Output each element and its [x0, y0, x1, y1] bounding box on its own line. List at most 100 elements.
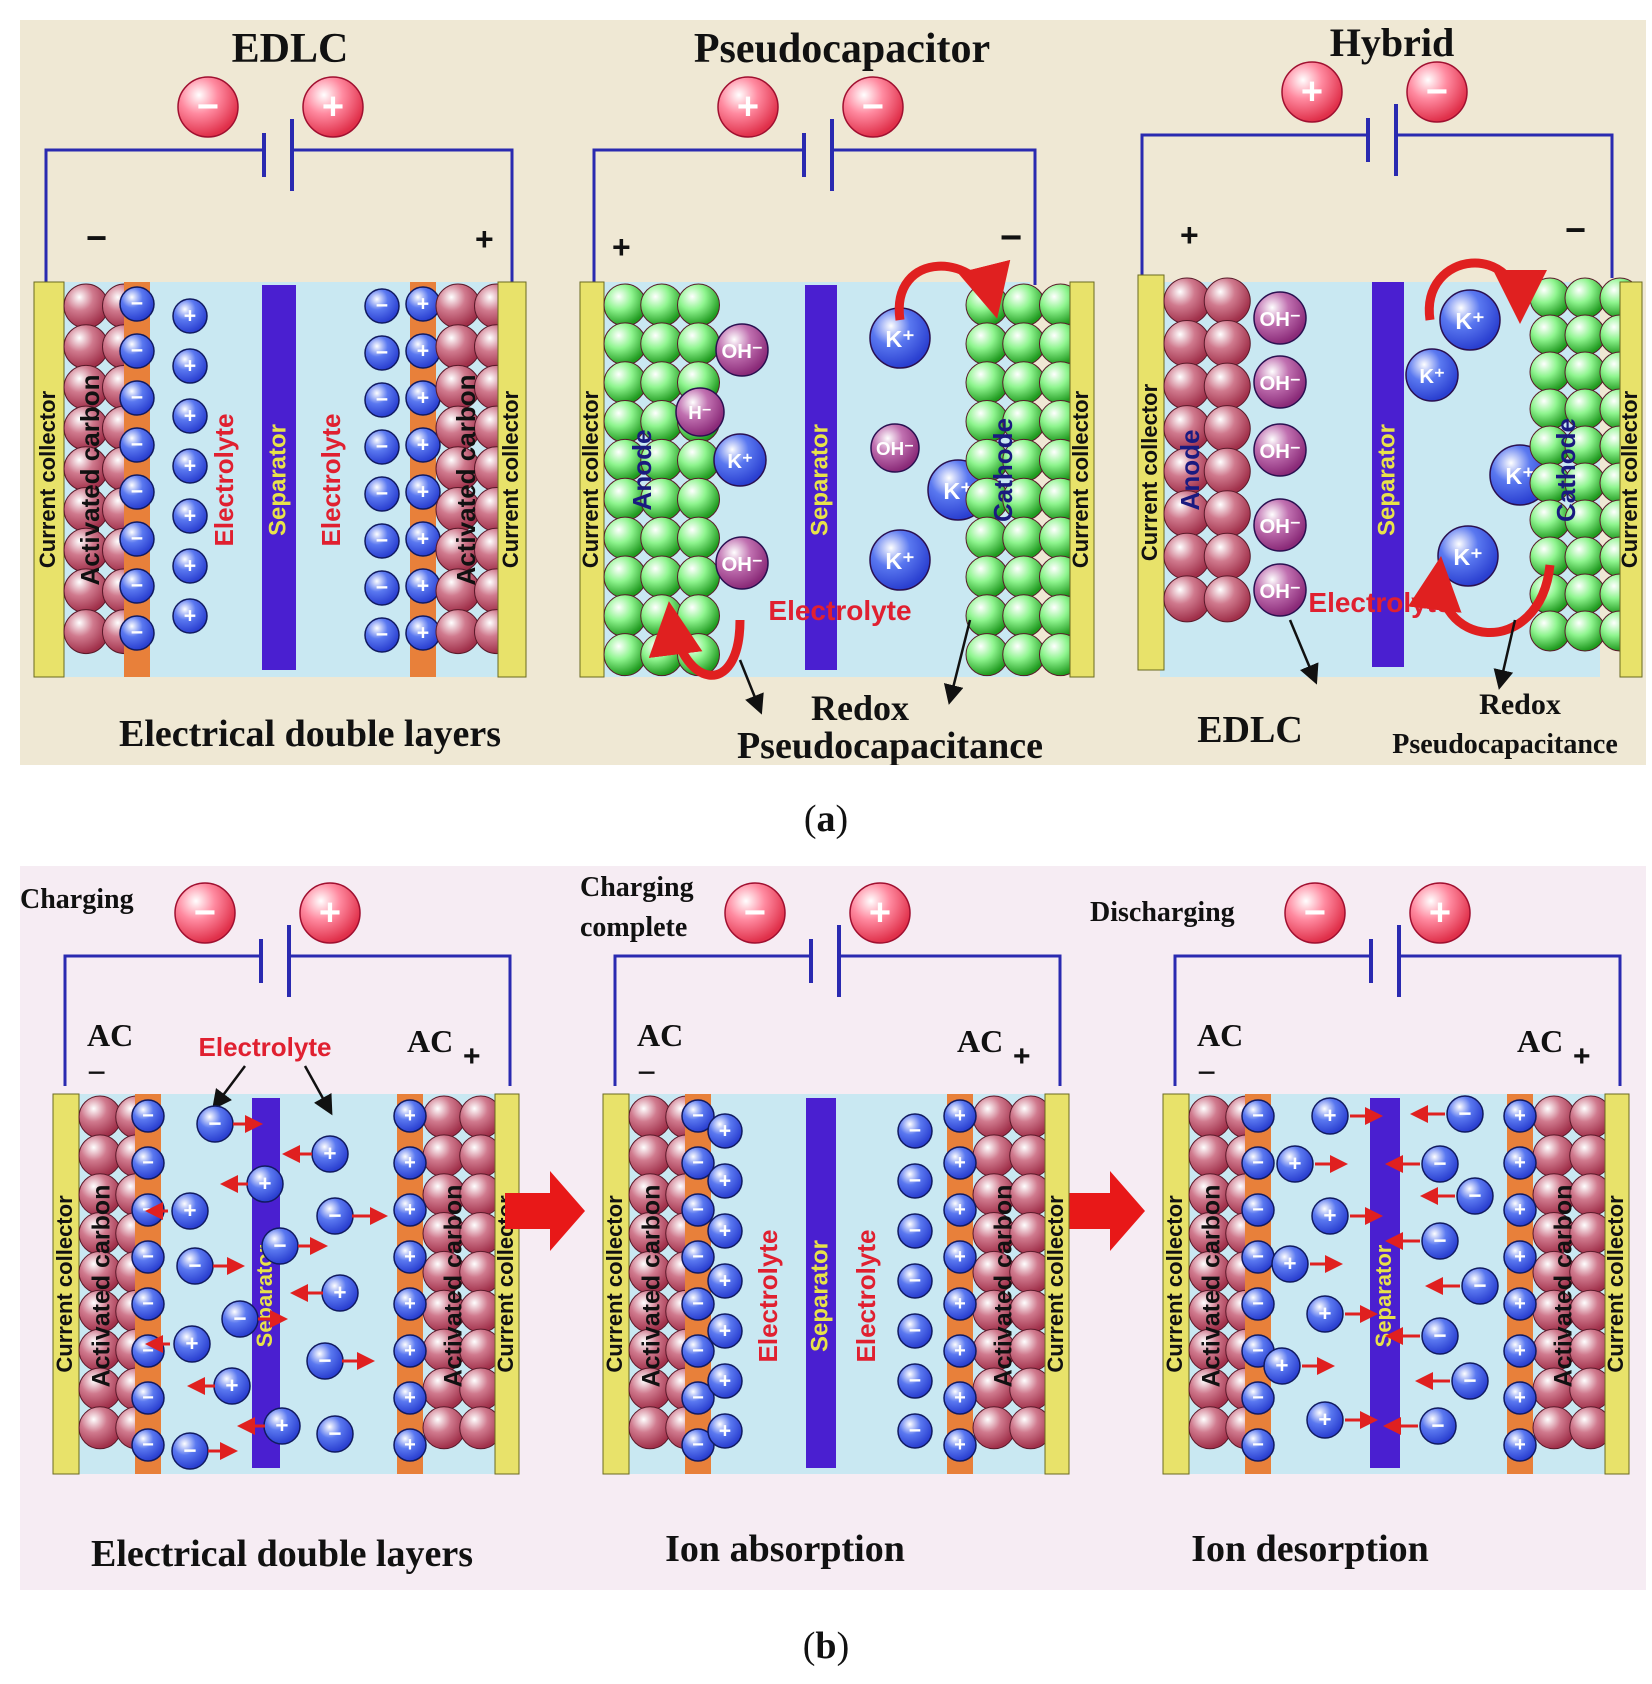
negative-ion-sign: −: [142, 1105, 154, 1127]
cathode-ball: [1564, 536, 1606, 578]
separator-label-group: Separator: [1371, 1244, 1396, 1347]
negative-ion: [119, 568, 155, 604]
activated-carbon-ball: [1188, 1095, 1232, 1139]
negative-ion: [119, 427, 155, 463]
pointer-arrow-left: [212, 1065, 246, 1110]
battery-terminal-left-sign: −: [194, 892, 216, 934]
current-collector-left: [579, 281, 605, 678]
anode-ball: [677, 322, 720, 366]
cathode-ball: [965, 516, 1009, 560]
positive-ion-sign: +: [417, 291, 429, 315]
negative-ion-sign: −: [692, 1152, 704, 1174]
anode-ball: [1163, 532, 1211, 580]
positive-ion-sign: +: [954, 1434, 966, 1456]
positive-ion-sign: +: [404, 1293, 416, 1315]
terminal-right-sign: −: [1000, 217, 1022, 259]
anode-ball: [1203, 362, 1251, 410]
cathode-ball: [965, 633, 1009, 677]
positive-ion-sign: +: [1514, 1199, 1526, 1221]
separator: [252, 1098, 280, 1468]
current-collector-left: [1137, 274, 1165, 671]
positive-ion-sign: +: [954, 1246, 966, 1268]
cathode-ball: [1002, 322, 1046, 366]
activated-carbon-ball: [1532, 1095, 1576, 1139]
negative-ion-sign: −: [131, 620, 143, 644]
anode-ball: [677, 477, 720, 521]
negative-ion-sign: −: [692, 1387, 704, 1409]
hydroxide-ion-label: OH⁻: [721, 554, 762, 576]
positive-ion: [707, 1363, 743, 1399]
activated-carbon-ball: [422, 1406, 466, 1450]
negative-ion-sign: −: [376, 481, 388, 505]
activated-carbon-ball: [422, 1134, 466, 1178]
hydroxide-ion: [1253, 355, 1307, 409]
wire-left: [63, 954, 261, 1086]
positive-ion: [943, 1099, 977, 1133]
negative-ion-sign: −: [376, 387, 388, 411]
redox-arrow-top: [1424, 258, 1547, 324]
negative-ion: [364, 523, 400, 559]
anode-ball: [603, 555, 647, 599]
activated-carbon-ball: [628, 1406, 672, 1450]
positive-ion: [1503, 1287, 1537, 1321]
positive-ion-sign: +: [1323, 1203, 1336, 1228]
negative-ion: [681, 1099, 715, 1133]
battery-terminal-right-sign: +: [869, 892, 891, 934]
positive-ion: [1503, 1240, 1537, 1274]
negative-ion-sign: −: [909, 1418, 921, 1442]
anode-ball: [677, 438, 720, 482]
cell-title: Hybrid: [1330, 20, 1454, 65]
positive-ion-sign: +: [1514, 1246, 1526, 1268]
positive-ion-sign: +: [719, 1218, 731, 1242]
wire-right: [839, 954, 1062, 1086]
negative-ion: [119, 521, 155, 557]
positive-ion-sign: +: [417, 573, 429, 597]
anode-label: Anode: [1175, 430, 1205, 511]
activated-carbon-label-left: Activated carbon: [88, 1185, 116, 1388]
positive-ion: [172, 548, 208, 584]
current-collector-label-left: Current collector: [602, 1195, 627, 1373]
ac-left-label: AC: [1197, 1017, 1243, 1053]
activated-carbon-label-right-group: Activated carbon: [440, 1185, 468, 1388]
positive-ion: [707, 1213, 743, 1249]
activated-carbon-label-right-group: Activated carbon: [990, 1185, 1018, 1388]
positive-ion: [1311, 1097, 1349, 1135]
activated-carbon-label-left-group: Activated carbon: [1198, 1185, 1226, 1388]
current-collector-right: [1069, 281, 1095, 678]
positive-ion-sign: +: [404, 1434, 416, 1456]
anode-ball: [677, 555, 720, 599]
negative-ion-sign: −: [1431, 1413, 1444, 1438]
negative-ion: [897, 1163, 933, 1199]
current-collector-label-left: Current collector: [52, 1195, 77, 1373]
negative-ion: [1421, 1222, 1459, 1260]
negative-ion: [681, 1287, 715, 1321]
negative-ion-sign: −: [909, 1268, 921, 1292]
caption-b: (b): [802, 1625, 850, 1667]
negative-ion-sign: −: [692, 1199, 704, 1221]
hydroxide-ion: [1253, 423, 1307, 477]
current-collector-label-right-group: Current collector: [1043, 1195, 1068, 1373]
negative-ion: [119, 615, 155, 651]
activated-carbon-ball: [435, 324, 481, 370]
negative-ion: [1241, 1381, 1275, 1415]
cell-bottom-label: Ion desorption: [1191, 1528, 1429, 1570]
pointer-arrow-edlc: [1288, 619, 1319, 685]
negative-ion-sign: −: [188, 1253, 201, 1278]
pointer-arrow-anode: [738, 659, 764, 715]
activated-carbon-label-right-group: Activated carbon: [1550, 1185, 1578, 1388]
electrolyte-label-right: Electrolyte: [316, 414, 346, 547]
ac-left-label: AC: [637, 1017, 683, 1053]
current-collector-label-right: Current collector: [1043, 1195, 1068, 1373]
hydroxide-ion-label: OH⁻: [1259, 373, 1300, 395]
negative-ion-sign: −: [376, 622, 388, 646]
separator-label-group: Separator: [806, 1240, 833, 1352]
positive-ion: [1503, 1334, 1537, 1368]
negative-ion-sign: −: [131, 526, 143, 550]
positive-ion-sign: +: [719, 1418, 731, 1442]
cell-title: Discharging: [1090, 897, 1235, 928]
positive-ion-sign: +: [1514, 1152, 1526, 1174]
negative-ion-sign: −: [909, 1168, 921, 1192]
positive-ion-sign: +: [417, 385, 429, 409]
negative-ion: [364, 335, 400, 371]
